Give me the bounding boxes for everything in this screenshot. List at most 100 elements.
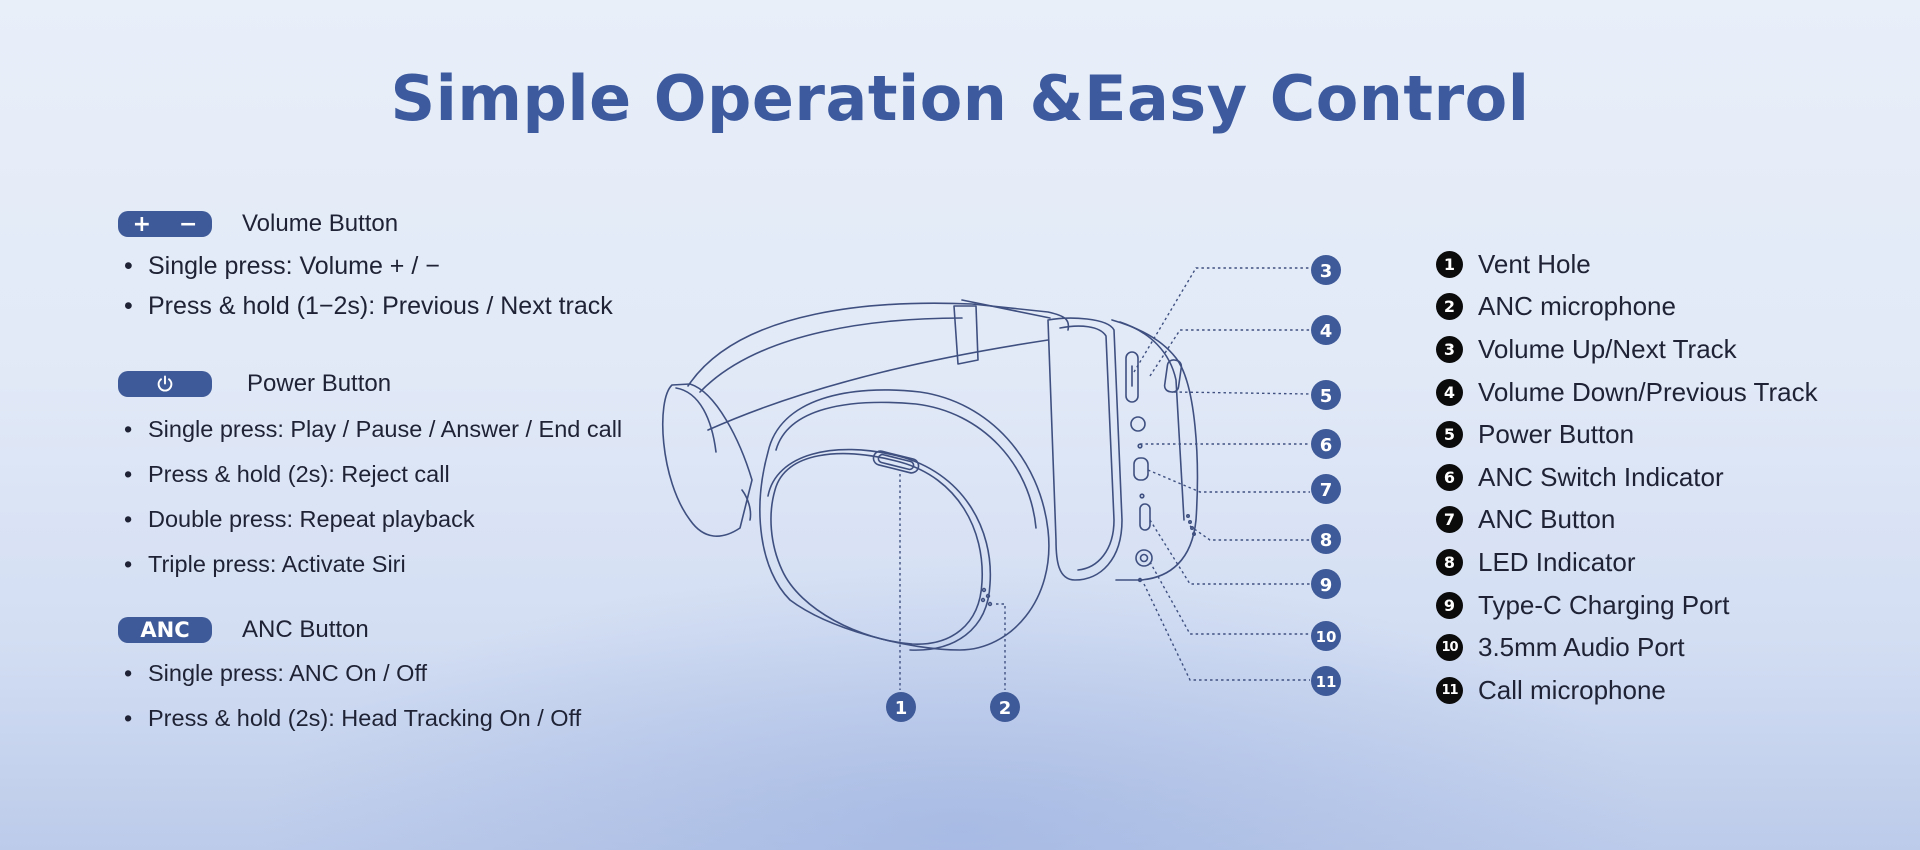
callout-2: 2 — [990, 692, 1020, 722]
callout-number: 8 — [1320, 530, 1333, 551]
callout-number: 9 — [1320, 575, 1333, 596]
usb-c-port — [1139, 503, 1151, 531]
legend-number: 2 — [1436, 293, 1463, 321]
legend-label: Type-C Charging Port — [1478, 589, 1730, 620]
legend-label: Power Button — [1478, 419, 1635, 450]
legend-item: 4 Volume Down/Previous Track — [1436, 371, 1818, 414]
legend-number: 11 — [1436, 676, 1463, 704]
legend-item: 10 3.5mm Audio Port — [1436, 626, 1818, 669]
legend-label: 3.5mm Audio Port — [1478, 632, 1685, 663]
legend-number: 5 — [1436, 421, 1463, 449]
anc-button-label: ANC Button — [242, 616, 369, 643]
volume-key — [1163, 359, 1183, 393]
power-button-section: Power Button Single press: Play / Pause … — [118, 367, 622, 587]
volume-button-label: Volume Button — [242, 210, 399, 237]
callout-5: 5 — [1311, 380, 1341, 410]
legend-item: 5 Power Button — [1436, 413, 1818, 456]
callout-number: 3 — [1320, 261, 1333, 282]
legend-item: 2 ANC microphone — [1436, 286, 1818, 329]
power-instructions: Single press: Play / Pause / Answer / En… — [118, 407, 622, 587]
legend-label: ANC Button — [1478, 504, 1616, 535]
anc-instructions: Single press: ANC On / Off Press & hold … — [118, 651, 581, 741]
legend-item: 9 Type-C Charging Port — [1436, 584, 1818, 627]
legend-number: 6 — [1436, 463, 1463, 491]
legend-label: Vent Hole — [1478, 248, 1591, 279]
legend-label: ANC microphone — [1478, 291, 1676, 322]
callout-9: 9 — [1311, 569, 1341, 599]
legend-number: 3 — [1436, 335, 1463, 363]
parts-legend: 1 Vent Hole 2 ANC microphone 3 Volume Up/Ne… — [1436, 243, 1818, 712]
legend-number: 1 — [1436, 250, 1463, 278]
callout-8: 8 — [1311, 524, 1341, 554]
legend-item: 7 ANC Button — [1436, 499, 1818, 542]
instruction-item: Single press: ANC On / Off — [118, 651, 581, 696]
ear-pad — [1111, 319, 1199, 581]
callout-number: 6 — [1320, 435, 1333, 456]
legend-number: 10 — [1436, 634, 1463, 662]
legend-item: 1 Vent Hole — [1436, 243, 1818, 286]
legend-item: 11 Call microphone — [1436, 669, 1818, 712]
callout-number: 5 — [1320, 386, 1333, 407]
audio-port — [1135, 549, 1153, 567]
volume-pill: + − — [118, 211, 212, 237]
callout-7: 7 — [1311, 474, 1341, 504]
callout-number: 1 — [895, 698, 908, 719]
headphone-illustration — [661, 299, 1199, 651]
page-title: Simple Operation &Easy Control — [390, 62, 1530, 135]
legend-item: 3 Volume Up/Next Track — [1436, 328, 1818, 371]
legend-number: 8 — [1436, 548, 1463, 576]
power-key — [1130, 416, 1146, 432]
legend-number: 4 — [1436, 378, 1463, 406]
volume-rocker — [1125, 351, 1139, 403]
legend-label: Volume Up/Next Track — [1478, 333, 1737, 364]
volume-instructions: Single press: Volume + / − Press & hold … — [118, 246, 613, 326]
vent-hole-slot — [872, 450, 920, 474]
volume-button-section: + − Volume Button Single press: Volume +… — [118, 207, 613, 326]
instruction-item: Single press: Volume + / − — [118, 246, 613, 286]
callout-3: 3 — [1311, 255, 1341, 285]
headband-slider — [953, 305, 979, 365]
volume-button-header: + − Volume Button — [118, 207, 613, 241]
callout-number: 2 — [999, 698, 1012, 719]
legend-item: 8 LED Indicator — [1436, 541, 1818, 584]
anc-pill: ANC — [118, 617, 212, 643]
instruction-item: Triple press: Activate Siri — [118, 542, 622, 587]
power-icon — [157, 375, 173, 392]
callout-4: 4 — [1311, 315, 1341, 345]
legend-number: 7 — [1436, 506, 1463, 534]
power-button-header: Power Button — [118, 367, 622, 401]
anc-button-header: ANC ANC Button — [118, 613, 581, 647]
anc-key — [1133, 457, 1149, 481]
legend-label: Volume Down/Previous Track — [1478, 376, 1818, 407]
instruction-item: Press & hold (1−2s): Previous / Next tra… — [118, 286, 613, 326]
callout-6: 6 — [1311, 429, 1341, 459]
legend-label: LED Indicator — [1478, 546, 1636, 577]
anc-button-section: ANC ANC Button Single press: ANC On / Of… — [118, 613, 581, 741]
instruction-item: Single press: Play / Pause / Answer / En… — [118, 407, 622, 452]
instruction-item: Press & hold (2s): Head Tracking On / Of… — [118, 696, 581, 741]
legend-label: Call microphone — [1478, 674, 1666, 705]
callout-number: 7 — [1320, 480, 1333, 501]
power-button-label: Power Button — [247, 370, 392, 397]
leader-lines — [899, 267, 1311, 690]
legend-number: 9 — [1436, 591, 1463, 619]
minus-icon: − — [179, 211, 198, 237]
callout-number: 10 — [1316, 628, 1337, 646]
far-earcup — [661, 383, 753, 537]
legend-item: 6 ANC Switch Indicator — [1436, 456, 1818, 499]
callout-number: 4 — [1320, 321, 1333, 342]
instruction-item: Double press: Repeat playback — [118, 497, 622, 542]
near-earcup-plate — [770, 452, 983, 645]
instruction-item: Press & hold (2s): Reject call — [118, 452, 622, 497]
headband-inner — [707, 339, 1049, 431]
callout-number: 11 — [1316, 673, 1337, 691]
callout-1: 1 — [886, 692, 916, 722]
control-panel — [1047, 317, 1123, 581]
near-earcup-shell — [759, 389, 1050, 651]
callout-10: 10 — [1311, 621, 1341, 651]
legend-label: ANC Switch Indicator — [1478, 461, 1724, 492]
callout-11: 11 — [1311, 666, 1341, 696]
plus-icon: + — [132, 211, 151, 237]
power-pill — [118, 371, 212, 397]
